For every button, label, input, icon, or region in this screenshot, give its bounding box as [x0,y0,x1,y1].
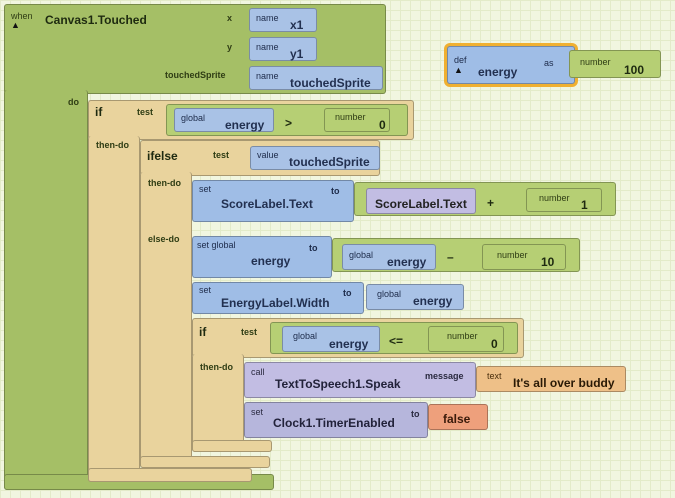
def-number-block[interactable]: number 100 [569,50,661,78]
event-title: Canvas1.Touched [45,13,147,27]
global-energy-getter-3[interactable]: global energy [366,284,464,310]
if-test-label: test [137,107,154,117]
number-value: 100 [624,63,645,77]
canvas-touched-event-block[interactable]: when ▲ Canvas1.Touched x y touchedSprite [4,4,386,94]
param-touchedsprite-label: touchedSprite [165,70,226,80]
nested-if-then-label: then-do [200,362,233,372]
param-name-x1[interactable]: name x1 [249,8,317,32]
global-energy-getter[interactable]: global energy [174,108,274,132]
number-one-block[interactable]: number 1 [526,188,602,212]
def-as-label: as [544,58,554,68]
def-name: energy [478,65,518,79]
set-scorelabel-text-block[interactable]: set ScoreLabel.Text to [192,180,354,222]
nested-if-bottom-bar [192,440,272,452]
nested-if-left-bar [192,354,244,452]
logic-false-block[interactable]: false [428,404,488,430]
param-name-y1[interactable]: name y1 [249,37,317,61]
call-texttospeech-speak-block[interactable]: call TextToSpeech1.Speak message [244,362,476,398]
def-energy-block[interactable]: def ▲ energy as [447,46,575,84]
value-touchedsprite-block[interactable]: value touchedSprite [250,146,380,170]
nested-if-test-label: test [241,327,258,337]
ifelse-left-bar [140,172,192,468]
when-keyword: when [11,11,33,21]
number-keyword: number [580,57,611,67]
operator-gt: > [285,116,293,130]
operator-minus: – [447,250,454,264]
ifelse-else-label: else-do [148,234,180,244]
collapse-triangle-icon[interactable]: ▲ [11,20,20,30]
ifelse-test-label: test [213,150,230,160]
operator-plus: + [487,196,495,210]
global-energy-getter-2[interactable]: global energy [342,244,436,270]
collapse-triangle-icon[interactable]: ▲ [454,65,463,75]
event-body-left-bar [4,90,88,490]
ifelse-then-label: then-do [148,178,181,188]
do-label: do [68,97,79,107]
set-clock-timerenabled-block[interactable]: set Clock1.TimerEnabled to [244,402,428,438]
number-zero-block-2[interactable]: number 0 [428,326,504,352]
if-keyword: if [95,105,103,119]
ifelse-bottom-bar [140,456,270,468]
ifelse-keyword: ifelse [147,149,178,163]
number-ten-block[interactable]: number 10 [482,244,566,270]
param-y-label: y [227,42,233,52]
text-message-block[interactable]: text It's all over buddy [476,366,626,392]
if-left-bar [88,136,140,482]
global-energy-getter-4[interactable]: global energy [282,326,380,352]
set-energylabel-width-block[interactable]: set EnergyLabel.Width to [192,282,364,314]
set-global-energy-block[interactable]: set global energy to [192,236,332,278]
param-x-label: x [227,13,233,23]
operator-le: <= [389,334,404,348]
if-then-label: then-do [96,140,129,150]
nested-if-keyword: if [199,325,207,339]
number-zero-block[interactable]: number 0 [324,108,390,132]
def-keyword: def [454,55,467,65]
scorelabel-text-getter[interactable]: ScoreLabel.Text [366,188,476,214]
param-name-touchedsprite[interactable]: name touchedSprite [249,66,383,90]
if-bottom-bar [88,468,252,482]
